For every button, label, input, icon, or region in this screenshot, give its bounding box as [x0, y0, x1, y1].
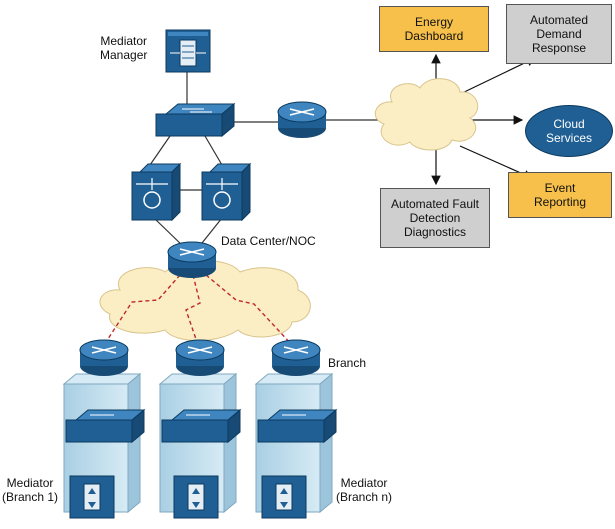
mediator-branch-1-icon: [69, 475, 115, 519]
event-reporting-box: Event Reporting: [508, 172, 612, 218]
multilayer-switch-right-icon: [201, 162, 252, 222]
mediator-branch-2-icon: [173, 475, 219, 519]
mediator-branch-1-label: Mediator (Branch 1): [2, 476, 59, 504]
wan-links: [103, 274, 293, 346]
branch-router-n-icon: [271, 339, 321, 376]
internet-cloud-icon: [374, 78, 479, 151]
multilayer-switch-left-icon: [131, 162, 182, 222]
branch-switch-2-icon: [161, 408, 242, 444]
branch-router-1-icon: [79, 339, 129, 376]
noc-router-icon: [167, 241, 217, 278]
mediator-manager-label: Mediator Manager: [100, 34, 148, 62]
mediator-branch-n-label: Mediator (Branch n): [336, 476, 393, 504]
mediator-manager-server-icon: [165, 29, 211, 73]
energy-dashboard-box: Energy Dashboard: [379, 6, 489, 52]
automated-fault-detection-box: Automated Fault Detection Diagnostics: [380, 188, 490, 248]
branch-router-2-icon: [175, 339, 225, 376]
data-center-router-icon: [277, 101, 327, 138]
branch-switch-n-icon: [257, 408, 338, 444]
cloud-services-node: Cloud Services: [525, 105, 613, 157]
branch-switch-1-icon: [65, 408, 146, 444]
data-center-label: Data Center/NOC: [221, 234, 316, 248]
automated-demand-response-box: Automated Demand Response: [506, 4, 612, 64]
mediator-branch-n-icon: [261, 475, 307, 519]
core-switch-icon: [155, 102, 236, 138]
branch-label: Branch: [328, 356, 367, 370]
